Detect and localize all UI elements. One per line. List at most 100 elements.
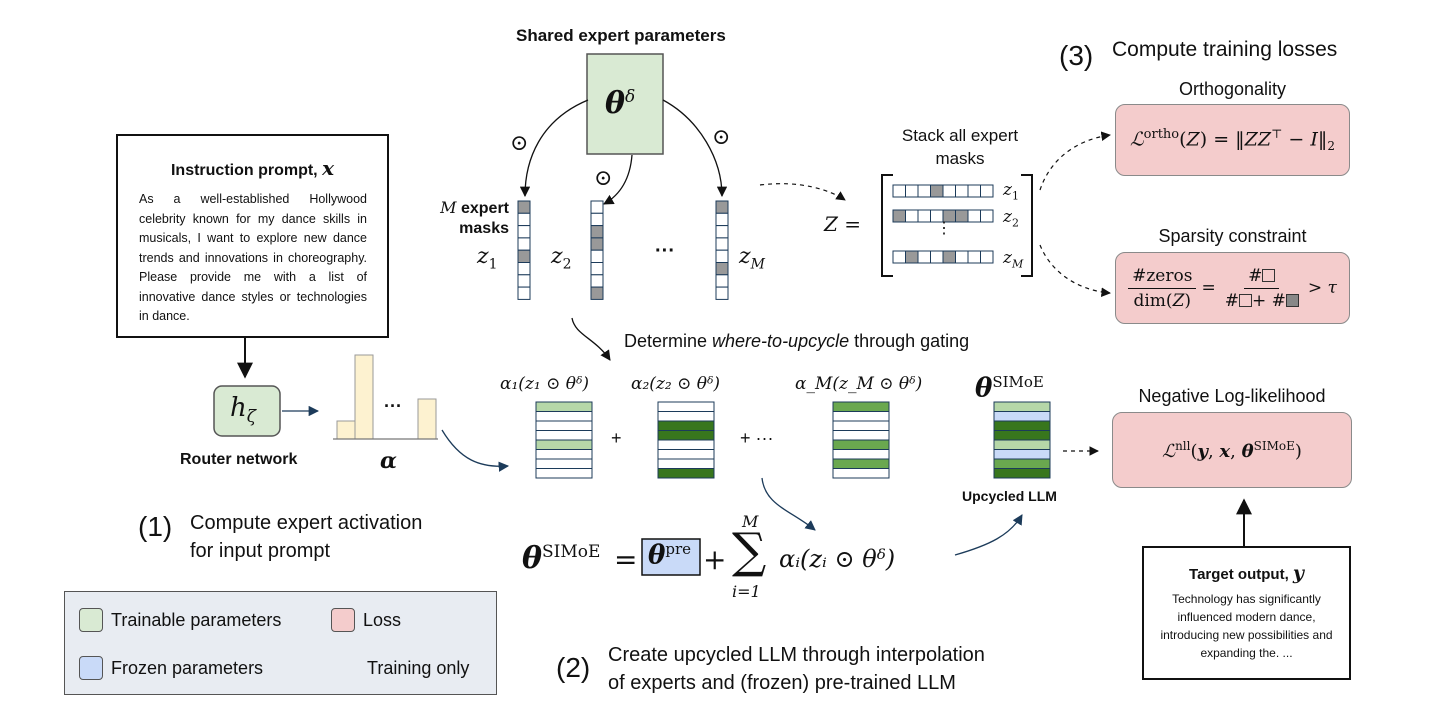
expert-cell: [657, 439, 715, 450]
plus-dots: + ···: [740, 428, 774, 448]
expert-cell: [657, 458, 715, 469]
expert-cell: [993, 430, 1051, 441]
target-output-text: Technology has significantly influenced …: [1160, 592, 1333, 660]
stack-cell: [892, 209, 906, 223]
expert-label-M: α_M(z_M ⊙ θᵟ): [795, 374, 923, 394]
arrow-theta-to-z1: [519, 99, 589, 198]
section1-caption: Compute expert activation for input prom…: [190, 512, 423, 562]
expert-cell: [832, 449, 890, 460]
legend-trainable-swatch: [79, 608, 103, 632]
expert-cell: [535, 411, 593, 422]
expert-cell: [535, 449, 593, 460]
stack-cell: [955, 184, 969, 198]
orthogonality-loss-box: ℒortho(Z) = ‖ZZ⊤ − I‖2: [1115, 104, 1350, 176]
arrow-to-sparsity: [1039, 244, 1111, 298]
stack-cell: [905, 209, 919, 223]
theta-pre-box: [641, 538, 701, 576]
stack-masks-title: Stack all expert masks: [901, 126, 1019, 168]
z2-label: z2: [551, 244, 572, 273]
expert-cell: [993, 411, 1051, 422]
expert-cell: [535, 468, 593, 479]
mask-cell: [715, 225, 729, 239]
router-symbol: hζ: [230, 393, 256, 428]
mask-cell: [517, 200, 531, 214]
gating-caption: Determine where-to-upcycle through gatin…: [624, 331, 970, 351]
zM-label: zM: [739, 244, 765, 273]
expert-cell: [657, 401, 715, 412]
stack-cell: [980, 184, 994, 198]
expert-cell: [535, 439, 593, 450]
nll-formula: ℒnll(y, x, θSIMoE): [1162, 438, 1302, 462]
arrow-eq-to-upcycled: [954, 514, 1023, 556]
arrow-theta-to-z2: [603, 154, 633, 205]
arrow-alpha-to-experts: [441, 429, 510, 472]
expert-cell: [993, 439, 1051, 450]
target-output-title: Target output, y: [1189, 562, 1304, 584]
router-network-label: Router network: [180, 451, 298, 468]
expert-masks-label: M expert masks: [440, 198, 509, 237]
orthogonality-title: Orthogonality: [1178, 79, 1287, 99]
mask-cell: [715, 237, 729, 251]
mask-cell: [590, 249, 604, 263]
mask-cell: [590, 237, 604, 251]
z1-label: z1: [477, 244, 498, 273]
legend-trainable-label: Trainable parameters: [111, 610, 282, 630]
sum-lower-limit: i=1: [732, 582, 761, 601]
mask-cell: [590, 212, 604, 227]
alpha-bar: [336, 420, 356, 440]
mask-cell: [517, 286, 531, 300]
legend: Trainable parameters Loss Frozen paramet…: [64, 591, 497, 695]
section3-title: Compute training losses: [1112, 38, 1338, 61]
router-box: [213, 385, 281, 437]
section1-number: (1): [138, 511, 173, 542]
expert-cell: [535, 430, 593, 441]
stack-z1-label: z1: [1003, 180, 1019, 203]
expert-cell: [657, 420, 715, 431]
stack-cell: [942, 250, 956, 264]
alpha-bars-ellipsis: ···: [384, 396, 402, 416]
instruction-prompt-box: Instruction prompt, x As a well-establis…: [116, 134, 389, 338]
theta-delta-box: [586, 53, 664, 155]
mask-z1: [517, 200, 531, 300]
stack-row-M: [892, 250, 994, 264]
equation-plus: +: [703, 543, 727, 576]
mask-cell: [715, 212, 729, 227]
mask-cell: [517, 225, 531, 239]
mask-cell: [517, 249, 531, 263]
stack-cell: [930, 250, 944, 264]
masks-ellipsis: ···: [655, 240, 675, 262]
instruction-prompt-title: Instruction prompt, x: [170, 156, 335, 180]
arrow-gating: [571, 317, 611, 361]
expert-cell: [832, 420, 890, 431]
expert-cell: [832, 430, 890, 441]
mask-cell: [517, 274, 531, 288]
expert-cell: [993, 449, 1051, 460]
instruction-prompt-text: As a well-established Hollywood celebrit…: [139, 192, 367, 323]
equation-equals: =: [614, 543, 638, 576]
bracket-right: [1021, 174, 1033, 277]
alpha-bar: [354, 354, 374, 440]
mask-cell: [715, 249, 729, 263]
legend-loss-label: Loss: [363, 610, 402, 630]
alpha-bar: [417, 398, 437, 440]
mask-cell: [517, 262, 531, 276]
expert-cell: [657, 430, 715, 441]
mask-cell: [590, 274, 604, 288]
mask-cell: [517, 212, 531, 227]
expert-cell: [535, 401, 593, 412]
stack-cell: [967, 250, 981, 264]
target-output-box: Target output, y Technology has signific…: [1142, 546, 1351, 680]
expert-cell: [832, 439, 890, 450]
equation-lhs: θSIMoE: [522, 541, 601, 576]
expert-cell: [832, 468, 890, 479]
legend-frozen-swatch: [79, 656, 103, 680]
mask-z2: [590, 200, 604, 300]
mask-cell: [715, 286, 729, 300]
mask-cell: [590, 286, 604, 300]
arrow-to-ortho: [1039, 131, 1111, 191]
expert-cell: [657, 468, 715, 479]
